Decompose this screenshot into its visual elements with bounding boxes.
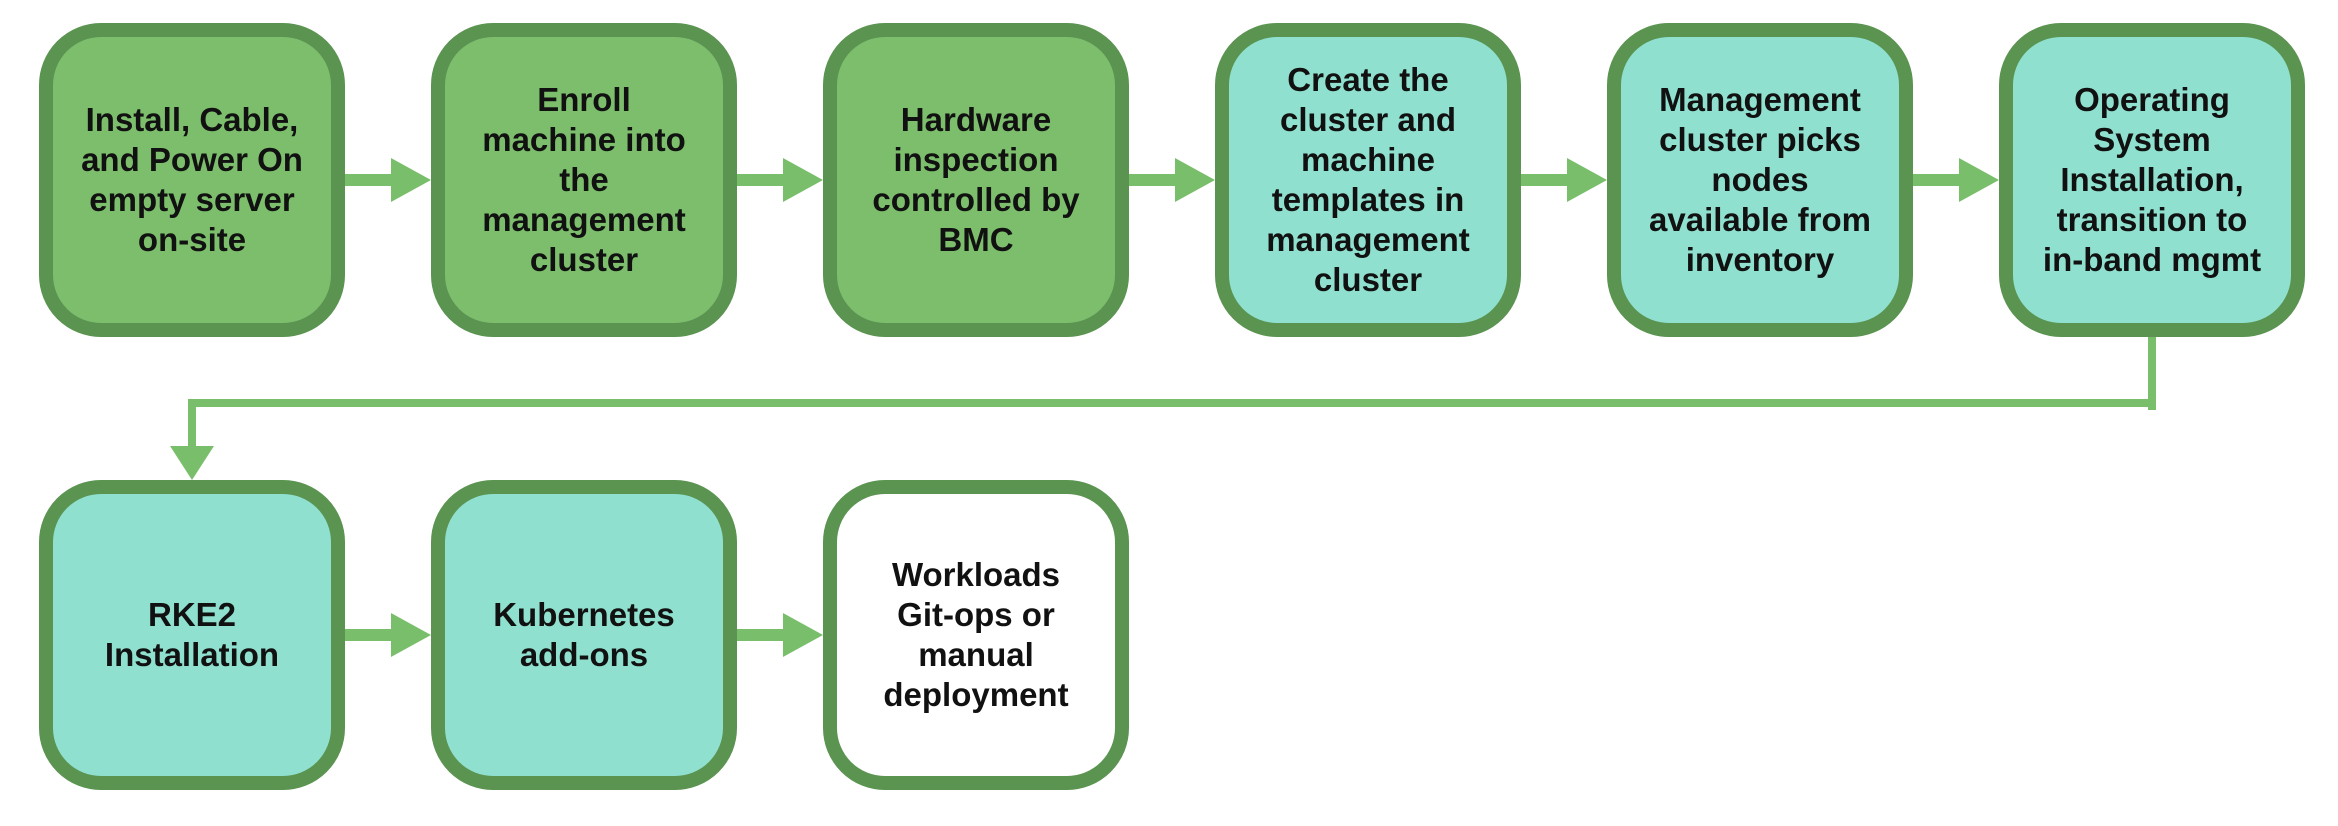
flow-arrow-6-icon <box>345 613 431 657</box>
node-workloads-deployment: Workloads Git-ops or manual deployment <box>823 480 1129 790</box>
node-hardware-inspection: Hardware inspection controlled by BMC <box>823 23 1129 337</box>
node-cluster-picks-nodes: Management cluster picks nodes available… <box>1607 23 1913 337</box>
node-os-installation: Operating System Installation, transitio… <box>1999 23 2305 337</box>
node-install-cable-power: Install, Cable, and Power On empty serve… <box>39 23 345 337</box>
arrow-head-icon <box>1959 158 1999 202</box>
elbow-segment-down-2 <box>188 399 196 448</box>
arrow-head-icon <box>391 158 431 202</box>
arrow-head-icon <box>783 613 823 657</box>
arrow-shaft <box>345 629 395 641</box>
arrow-shaft <box>1521 174 1571 186</box>
node-rke2-installation: RKE2 Installation <box>39 480 345 790</box>
arrow-shaft <box>1129 174 1179 186</box>
arrow-shaft <box>345 174 395 186</box>
flow-arrow-4-icon <box>1521 158 1607 202</box>
flow-arrow-1-icon <box>345 158 431 202</box>
flow-arrow-3-icon <box>1129 158 1215 202</box>
elbow-segment-down <box>2148 337 2156 410</box>
node-kubernetes-addons: Kubernetes add-ons <box>431 480 737 790</box>
arrow-shaft <box>737 629 787 641</box>
arrow-head-icon <box>391 613 431 657</box>
flow-arrow-2-icon <box>737 158 823 202</box>
node-enroll-machine: Enroll machine into the management clust… <box>431 23 737 337</box>
arrow-head-down-icon <box>170 446 214 480</box>
arrow-shaft <box>1913 174 1963 186</box>
flow-arrow-5-icon <box>1913 158 1999 202</box>
arrow-head-icon <box>783 158 823 202</box>
arrow-shaft <box>737 174 787 186</box>
arrow-head-icon <box>1567 158 1607 202</box>
flow-arrow-7-icon <box>737 613 823 657</box>
elbow-segment-left <box>188 399 2156 407</box>
arrow-head-icon <box>1175 158 1215 202</box>
node-create-templates: Create the cluster and machine templates… <box>1215 23 1521 337</box>
